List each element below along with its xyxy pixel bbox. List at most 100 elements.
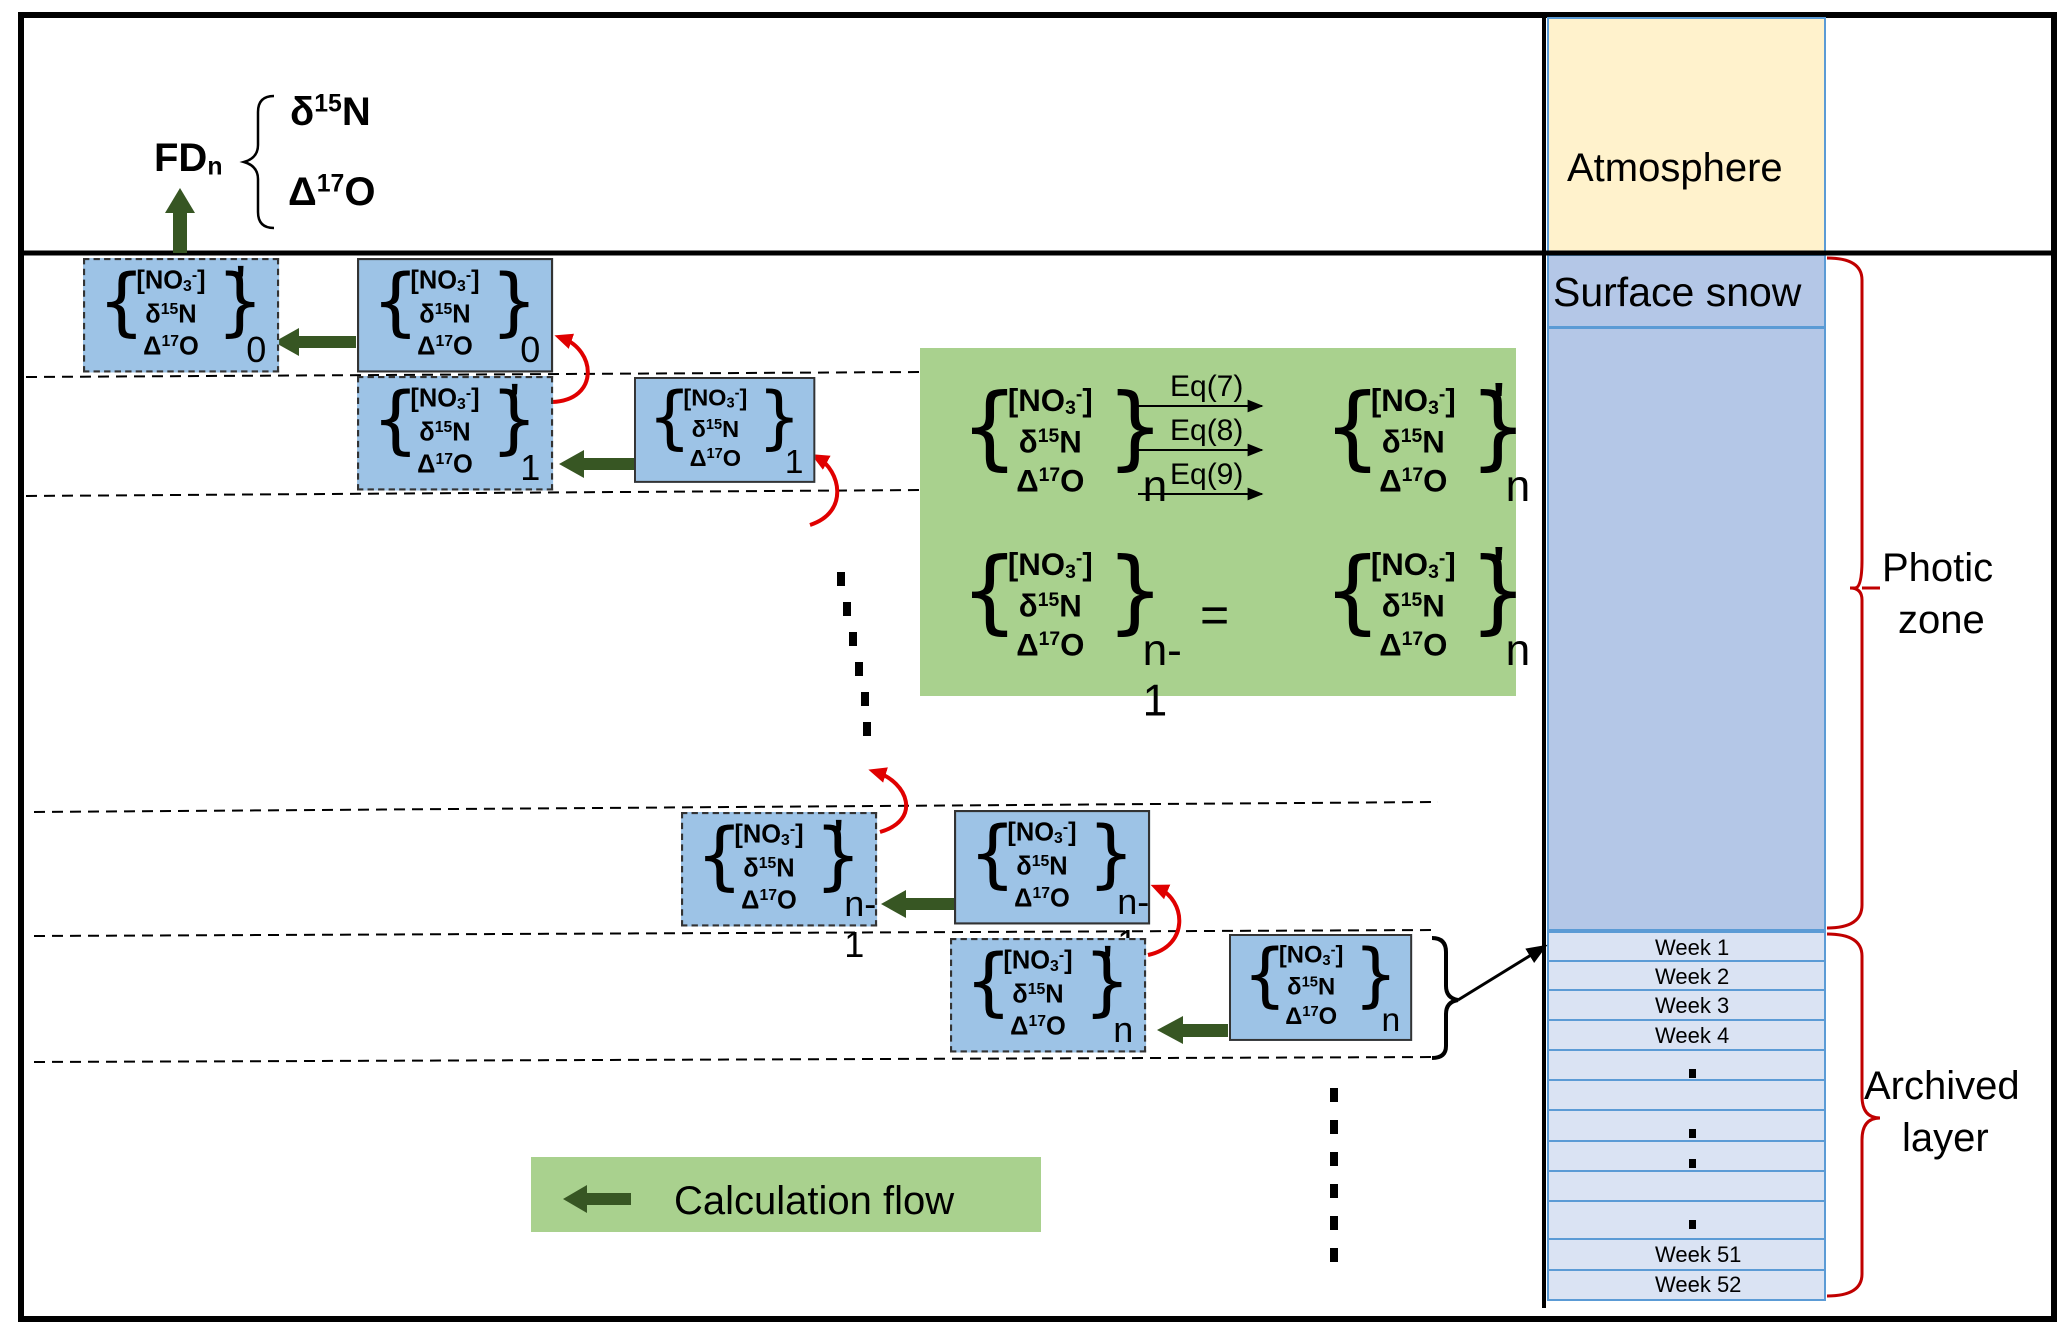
brace-close: } — [1469, 537, 1528, 644]
eq-state-n-input: { [NO3-] δ15N Δ17O } n — [945, 376, 1186, 516]
no3-row: [NO3-] — [734, 820, 804, 850]
d17o-row: Δ17O — [1379, 464, 1448, 500]
brace-open: { — [968, 810, 1017, 897]
d15n-row: δ15N — [1016, 852, 1068, 882]
layer-subscript: 1 — [784, 443, 804, 481]
brace-open: { — [1323, 537, 1382, 644]
d15n-row: δ15N — [1287, 973, 1336, 1001]
prime-mark: ' — [509, 376, 520, 423]
photic-zone-label-1: Photic — [1882, 546, 1994, 590]
eq-state-n-output: { [NO3-] δ15N Δ17O } ' n — [1308, 373, 1549, 516]
eq7-label: Eq(7) — [1170, 370, 1244, 403]
layer-subscript: n — [1142, 461, 1168, 512]
no3-row: [NO3-] — [1003, 946, 1073, 976]
layer-boundaries — [25, 371, 1439, 1063]
prime-mark: ' — [833, 812, 844, 859]
fd-up-arrow — [165, 188, 195, 253]
legend-label: Calculation flow — [674, 1179, 955, 1223]
equals-sign: = — [1200, 587, 1230, 643]
brace-open: { — [1323, 373, 1382, 480]
archived-layer-label-2: layer — [1902, 1116, 1989, 1160]
brace-close: } — [490, 258, 538, 345]
d17o-row: Δ17O — [143, 332, 199, 361]
state-0: { [NO3-] δ15N Δ17O } 0 — [357, 258, 554, 373]
d15n-row: δ15N — [419, 418, 471, 448]
d17o-row: Δ17O — [1010, 1012, 1066, 1041]
no3-row: [NO3-] — [1370, 547, 1456, 584]
fd-label: FDn — [154, 136, 223, 181]
brace-close: } — [1106, 537, 1165, 644]
layer-ellipsis-top — [837, 572, 871, 736]
fd-d17o-label: Δ17O — [288, 170, 376, 214]
d15n-row: δ15N — [419, 300, 471, 330]
d17o-row: Δ17O — [1379, 628, 1448, 664]
d17o-row: Δ17O — [417, 332, 473, 361]
layer-subscript: n — [1505, 461, 1531, 512]
no3-row: [NO3-] — [683, 384, 748, 412]
state-0-prime: { [NO3-] δ15N Δ17O } ' 0 — [83, 258, 280, 373]
d15n-row: δ15N — [743, 854, 795, 884]
prime-mark: ' — [235, 258, 246, 305]
no3-row: [NO3-] — [1007, 383, 1093, 420]
week-label: Week 52 — [1655, 1272, 1742, 1297]
brace-open: { — [647, 377, 692, 458]
layer-n-brace — [1431, 936, 1459, 1060]
week-label: Week 1 — [1655, 935, 1730, 960]
layer-subscript: n-1 — [1142, 625, 1182, 726]
d17o-row: Δ17O — [1016, 464, 1085, 500]
week-label: Week 2 — [1655, 964, 1730, 989]
layer-subscript: 1 — [520, 448, 541, 489]
d17o-row: Δ17O — [1014, 884, 1070, 913]
to-week1-arrow — [1457, 944, 1548, 1002]
d15n-row: δ15N — [1012, 980, 1064, 1010]
week-rows — [1547, 931, 1826, 1301]
layer-subscript: n — [1381, 1001, 1401, 1039]
brace-open: { — [964, 938, 1013, 1025]
photic-zone-column — [1547, 327, 1826, 931]
photic-zone-label-2: zone — [1898, 598, 1985, 642]
archived-layer-label-1: Archived — [1864, 1064, 2020, 1108]
eq-state-n-prime: { [NO3-] δ15N Δ17O } ' n — [1308, 537, 1549, 680]
brace-close: } — [490, 376, 538, 463]
brace-open: { — [371, 376, 420, 463]
no3-row: [NO3-] — [1007, 818, 1077, 848]
surface-snow-cell — [1547, 254, 1826, 328]
d15n-row: δ15N — [691, 416, 740, 443]
brace-close: } — [1353, 934, 1398, 1016]
state-1: { [NO3-] δ15N Δ17O } 1 — [634, 377, 816, 483]
week-label: Week 3 — [1655, 993, 1730, 1018]
d17o-row: Δ17O — [1285, 1003, 1338, 1031]
brace-close: } — [1469, 373, 1528, 480]
brace-open: { — [371, 258, 420, 345]
state-n1: { [NO3-] δ15N Δ17O } n-1 — [954, 810, 1151, 964]
brace-close: } — [814, 812, 862, 899]
no3-row: [NO3-] — [1007, 547, 1093, 584]
eq-state-n1: { [NO3-] δ15N Δ17O } n-1 — [945, 537, 1186, 726]
prime-mark: ' — [1102, 938, 1113, 985]
d15n-row: δ15N — [1018, 589, 1082, 625]
no3-row: [NO3-] — [410, 384, 480, 414]
fd-text: FD — [154, 136, 208, 180]
outer-frame — [18, 12, 2057, 1322]
surface-snow-label: Surface snow — [1553, 269, 1802, 315]
eq8-label: Eq(8) — [1170, 414, 1244, 447]
layer-ellipsis-bottom — [1330, 1088, 1338, 1262]
no3-row: [NO3-] — [1370, 383, 1456, 420]
layer-subscript: n — [1113, 1010, 1134, 1051]
week-label: Week 4 — [1655, 1023, 1730, 1048]
no3-row: [NO3-] — [410, 266, 480, 296]
state-1-prime: { [NO3-] δ15N Δ17O } ' 1 — [357, 376, 554, 491]
layer-subscript: n — [1505, 625, 1531, 676]
no3-row: [NO3-] — [136, 266, 206, 296]
fd-subscript: n — [207, 153, 223, 181]
no3-row: [NO3-] — [1278, 941, 1344, 969]
legend-arrow-icon — [563, 1184, 633, 1218]
d17o-row: Δ17O — [689, 445, 742, 473]
d15n-row: δ15N — [1381, 425, 1445, 461]
brace-close: } — [216, 258, 264, 345]
layer-subscript: n-1 — [844, 884, 877, 966]
equation-arrows — [1138, 399, 1264, 501]
brace-close: } — [757, 377, 802, 458]
state-n: { [NO3-] δ15N Δ17O } n — [1229, 934, 1413, 1041]
